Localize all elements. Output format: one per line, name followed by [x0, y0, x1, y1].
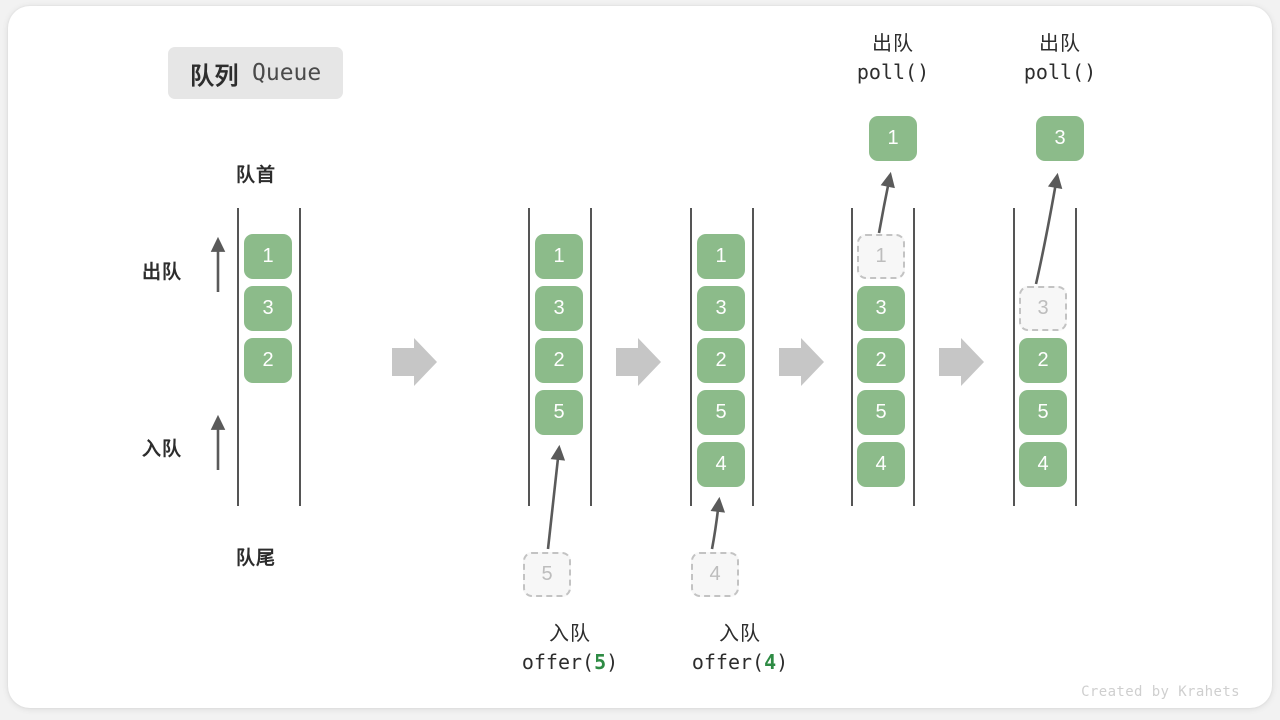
incoming-element-ghost: 4 — [691, 552, 739, 597]
queue-slot: 4 — [697, 442, 745, 487]
rail-left — [690, 208, 692, 506]
queue-slot: 4 — [857, 442, 905, 487]
queue-tail-label: 队尾 — [236, 548, 277, 569]
dequeue-direction-label: 出队 — [142, 262, 183, 283]
code-suffix: ) — [1084, 60, 1097, 85]
queue-slot: 3 — [857, 286, 905, 331]
dequeued-slot-ghost: 3 — [1019, 286, 1067, 331]
operation-label-offer-4: 入队 offer(4) — [630, 620, 850, 677]
queue-head-label: 队首 — [236, 165, 277, 186]
rail-right — [752, 208, 754, 506]
queue-slot: 1 — [697, 234, 745, 279]
code-suffix: ) — [606, 650, 619, 675]
queue-slot: 3 — [697, 286, 745, 331]
queue-slot: 5 — [857, 390, 905, 435]
rail-right — [913, 208, 915, 506]
code-prefix: poll( — [1023, 60, 1085, 85]
operation-label-poll-3: 出队 poll() — [950, 30, 1170, 87]
operation-label-offer-5: 入队 offer(5) — [460, 620, 680, 677]
operation-name-cn: 出队 — [872, 33, 914, 55]
rail-left — [1013, 208, 1015, 506]
popped-element: 1 — [869, 116, 917, 161]
queue-slot: 2 — [244, 338, 292, 383]
rail-left — [851, 208, 853, 506]
queue-slot: 2 — [535, 338, 583, 383]
queue-slot: 3 — [244, 286, 292, 331]
operation-name-cn: 入队 — [719, 623, 761, 645]
queue-slot: 3 — [535, 286, 583, 331]
queue-slot: 1 — [244, 234, 292, 279]
code-arg: 5 — [594, 650, 607, 675]
code-prefix: offer( — [691, 650, 765, 675]
code-prefix: poll( — [856, 60, 918, 85]
queue-slot: 2 — [697, 338, 745, 383]
popped-element: 3 — [1036, 116, 1084, 161]
queue-slot: 5 — [535, 390, 583, 435]
queue-slot: 4 — [1019, 442, 1067, 487]
queue-slot: 2 — [857, 338, 905, 383]
title-chinese: 队列 — [190, 62, 239, 90]
operation-code: offer(5) — [460, 648, 680, 676]
rail-right — [299, 208, 301, 506]
enqueue-direction-label: 入队 — [142, 439, 183, 460]
footer-credit: Created by Krahets — [1081, 684, 1240, 700]
code-suffix: ) — [776, 650, 789, 675]
dequeued-slot-ghost: 1 — [857, 234, 905, 279]
rail-right — [590, 208, 592, 506]
operation-name-cn: 入队 — [549, 623, 591, 645]
queue-slot: 1 — [535, 234, 583, 279]
rail-right — [1075, 208, 1077, 506]
code-arg: 4 — [764, 650, 777, 675]
code-suffix: ) — [917, 60, 930, 85]
queue-slot: 5 — [1019, 390, 1067, 435]
diagram-title-badge: 队列 Queue — [168, 47, 344, 99]
title-english: Queue — [252, 60, 322, 86]
operation-code: poll() — [783, 58, 1003, 86]
code-prefix: offer( — [521, 650, 595, 675]
operation-code: offer(4) — [630, 648, 850, 676]
diagram-card — [8, 6, 1272, 708]
rail-left — [237, 208, 239, 506]
operation-label-poll-1: 出队 poll() — [783, 30, 1003, 87]
rail-left — [528, 208, 530, 506]
queue-slot: 2 — [1019, 338, 1067, 383]
operation-code: poll() — [950, 58, 1170, 86]
incoming-element-ghost: 5 — [523, 552, 571, 597]
operation-name-cn: 出队 — [1039, 33, 1081, 55]
queue-slot: 5 — [697, 390, 745, 435]
